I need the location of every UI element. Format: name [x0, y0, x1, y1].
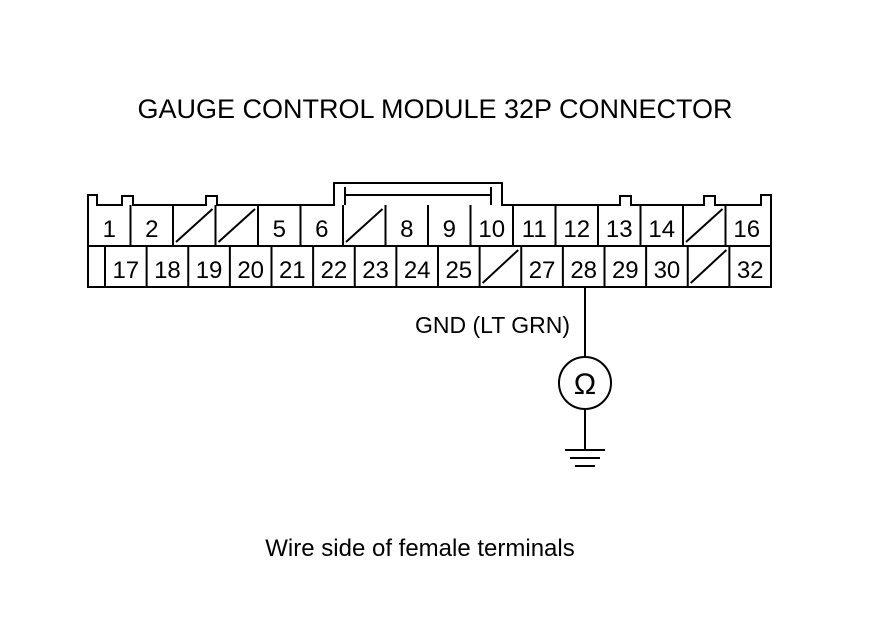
ohmmeter-icon: Ω	[558, 356, 612, 410]
unused-terminal-slash	[217, 208, 256, 243]
terminal-27-label: 27	[529, 257, 556, 284]
terminal-28-label: 28	[570, 257, 597, 284]
terminal-18-label: 18	[154, 257, 181, 284]
terminal-10-label: 10	[478, 216, 505, 243]
terminal-5-label: 5	[273, 216, 286, 243]
terminal-32-label: 32	[737, 257, 764, 284]
terminal-11-label: 11	[522, 216, 547, 243]
unused-terminal-slash	[345, 208, 384, 243]
terminal-9-label: 9	[443, 216, 456, 243]
terminal-29-label: 29	[612, 257, 639, 284]
terminal-24-label: 24	[404, 257, 431, 284]
ground-icon	[565, 449, 605, 467]
connector-housing-outline	[87, 182, 772, 288]
terminal-2-label: 2	[145, 216, 158, 243]
terminal-12-label: 12	[563, 216, 590, 243]
unused-terminal-slash	[481, 249, 519, 284]
diagram-title: GAUGE CONTROL MODULE 32P CONNECTOR	[137, 94, 732, 124]
terminal-21-label: 21	[279, 257, 306, 284]
terminal-22-label: 22	[321, 257, 348, 284]
terminal-16-label: 16	[733, 216, 760, 243]
probe-label: GND (LT GRN)	[415, 312, 570, 338]
terminal-6-label: 6	[315, 216, 328, 243]
terminal-14-label: 14	[648, 216, 675, 243]
terminal-30-label: 30	[654, 257, 681, 284]
unused-terminal-slash	[685, 208, 724, 243]
terminal-20-label: 20	[237, 257, 264, 284]
probe-circuit: GND (LT GRN) Ω	[415, 287, 612, 467]
terminal-17-label: 17	[112, 257, 139, 284]
terminal-8-label: 8	[400, 216, 413, 243]
terminal-19-label: 19	[196, 257, 223, 284]
unused-terminal-slash	[175, 208, 214, 243]
diagram-caption: Wire side of female terminals	[265, 535, 574, 562]
terminal-25-label: 25	[445, 257, 472, 284]
terminal-23-label: 23	[362, 257, 389, 284]
terminal-1-label: 1	[103, 216, 116, 243]
terminal-13-label: 13	[606, 216, 633, 243]
unused-terminal-slash	[690, 249, 728, 284]
ohm-symbol: Ω	[574, 368, 596, 401]
